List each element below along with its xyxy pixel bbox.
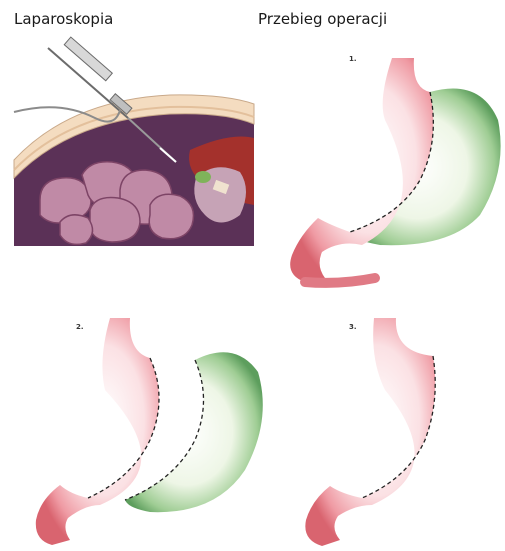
laparoscopy-illustration <box>14 37 254 246</box>
step-2-stomach <box>36 318 159 545</box>
step-1-diagram <box>290 58 500 283</box>
gallbladder <box>195 171 211 183</box>
step-3-stomach <box>305 318 435 546</box>
step-2-diagram <box>36 318 263 545</box>
step-1-stomach <box>290 58 433 282</box>
step-3-diagram <box>305 318 435 546</box>
